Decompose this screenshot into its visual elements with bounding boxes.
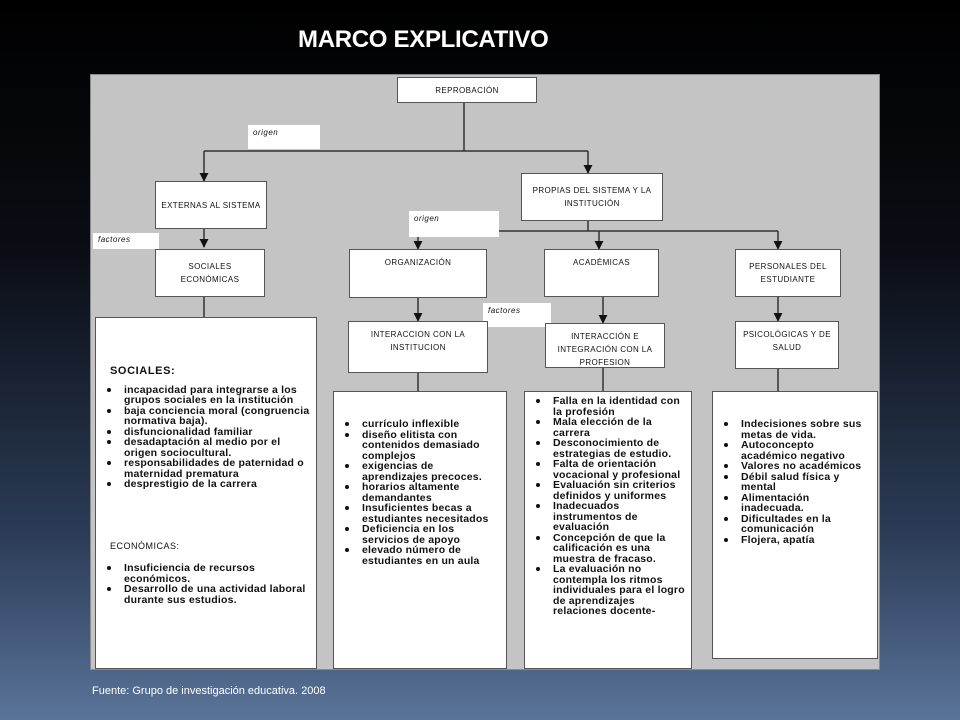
list-item: Alimentación inadecuada. [713,492,873,514]
sociales-heading: SOCIALES: [110,365,176,377]
list-item: Valores no académicos [713,461,873,472]
list-item: Desconocimiento de estrategias de estudi… [525,438,687,459]
list-item: Falla en la identidad con la profesión [525,396,687,417]
node-propias: PROPIAS DEL SISTEMA Y LA INSTITUCIÓN [521,173,663,221]
organizacion-list: currículo inflexible diseño elitista con… [334,419,506,566]
economicas-heading: ECONÓMICAS: [110,540,180,551]
node-personales: PERSONALES DEL ESTUDIANTE [735,249,841,297]
list-item: desadaptación al medio por el origen soc… [96,437,312,458]
list-item: Insuficiencia de recursos económicos. [96,563,312,584]
list-item: Autoconcepto académico negativo [713,440,873,461]
label-origen-mid: origen [409,211,499,237]
list-item: Evaluación sin criterios definidos y uni… [525,480,687,501]
list-profesion: Falla en la identidad con la profesión M… [524,391,692,669]
list-personales: Indecisiones sobre sus metas de vida. Au… [712,391,878,659]
node-interaccion-profesion: INTERACCIÓN E INTEGRACIÓN CON LA PROFESI… [545,323,665,368]
economicas-list: Insuficiencia de recursos económicos. De… [96,563,316,605]
list-item: Deficiencia en los servicios de apoyo [334,524,502,545]
node-psicologicas: PSICOLÓGICAS Y DE SALUD [735,321,839,369]
list-item: exigencias de aprendizajes precoces. [334,461,502,482]
list-item: desprestigio de la carrera [96,479,312,490]
node-reprobacion: REPROBACIÓN [397,77,537,103]
list-item: Insuficientes becas a estudiantes necesi… [334,503,502,524]
label-factores-mid: factores [483,303,551,327]
list-organizacion: currículo inflexible diseño elitista con… [333,391,507,669]
list-item: Mala elección de la carrera [525,417,687,438]
source-caption: Fuente: Grupo de investigación educativa… [92,685,326,697]
sociales-list: incapacidad para integrarse a los grupos… [96,384,316,490]
node-interaccion-institucion: INTERACCION CON LA INSTITUCION [348,321,488,373]
list-item: Falta de orientación vocacional y profes… [525,459,687,480]
list-item: Inadecuados instrumentos de evaluación [525,501,687,533]
node-organizacion: ORGANIZACIÓN [349,249,487,298]
personales-list: Indecisiones sobre sus metas de vida. Au… [713,419,877,545]
list-item: Dificultades en la comunicación [713,513,873,535]
node-academicas: ACADÉMICAS [544,249,659,297]
node-externas: EXTERNAS AL SISTEMA [155,181,267,229]
list-item: currículo inflexible [334,419,502,430]
list-sociales-economicas: SOCIALES: incapacidad para integrarse a … [95,317,317,669]
list-item: incapacidad para integrarse a los grupos… [96,384,312,406]
list-item: disfuncionalidad familiar [96,426,312,438]
list-item: horarios altamente demandantes [334,482,502,503]
node-sociales-economicas: SOCIALES ECONÓMICAS [155,249,265,297]
list-item: Flojera, apatía [713,534,873,546]
list-item: elevado número de estudiantes en un aula [334,545,502,566]
diagram-panel: REPROBACIÓN origen EXTERNAS AL SISTEMA P… [90,74,880,670]
list-item: diseño elitista con contenidos demasiado… [334,429,502,462]
list-item: baja conciencia moral (congruencia norma… [96,405,312,427]
profesion-list: Falla en la identidad con la profesión M… [525,396,691,617]
label-factores-left: factores [93,233,159,249]
label-origen-top: origen [248,125,320,149]
list-item: Indecisiones sobre sus metas de vida. [713,419,873,440]
list-item: Desarrollo de una actividad laboral dura… [96,584,312,605]
list-item: Concepción de que la calificación es una… [525,532,687,565]
page-title: MARCO EXPLICATIVO [298,26,549,53]
connector-lines [199,103,783,391]
list-item: responsabilidades de paternidad o matern… [96,458,312,479]
list-item: Débil salud física y mental [713,471,873,493]
list-item: La evaluación no contempla los ritmos in… [525,564,687,617]
